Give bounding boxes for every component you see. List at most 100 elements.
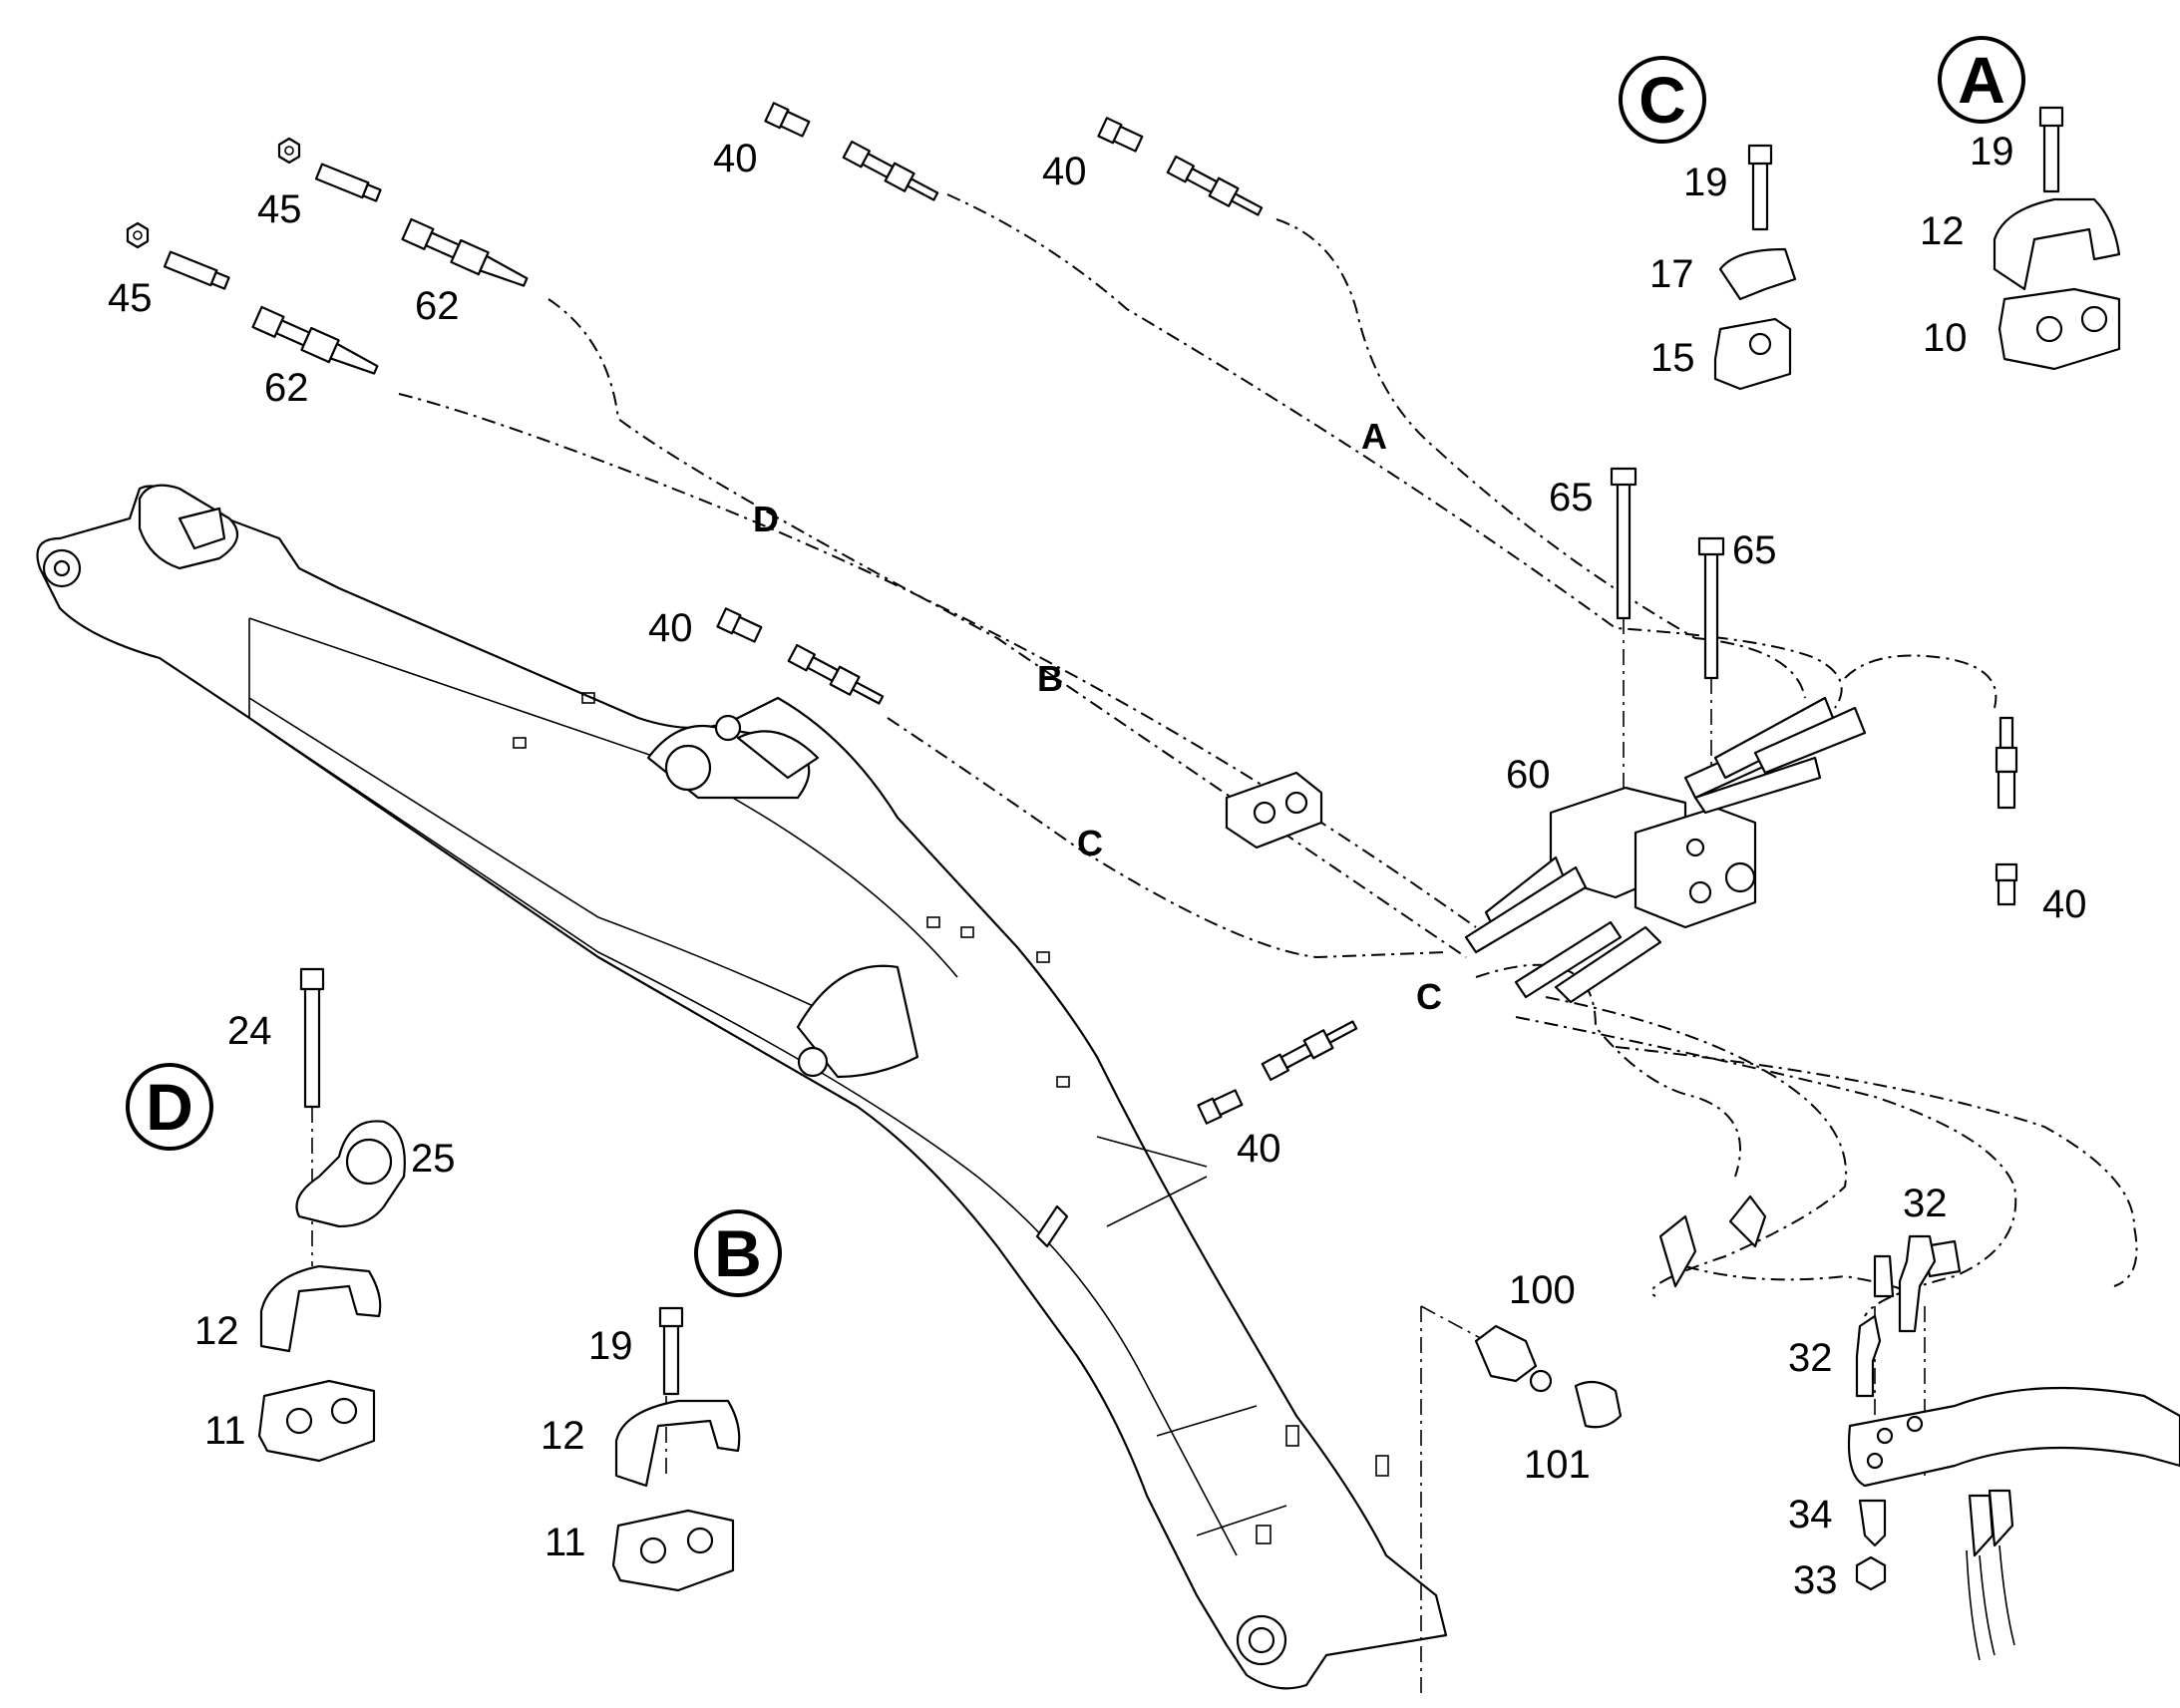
callout-40: 40 bbox=[713, 137, 758, 180]
hose-62-a bbox=[401, 217, 529, 287]
clamp-mid bbox=[1225, 771, 1323, 850]
hose-routes bbox=[398, 193, 2138, 1317]
hose-end-d bbox=[1261, 1020, 1358, 1082]
adapter-40-b bbox=[1097, 117, 1144, 153]
route-label-b: B bbox=[1037, 658, 1063, 699]
callout-32: 32 bbox=[1903, 1182, 1948, 1225]
route-c bbox=[887, 717, 1447, 959]
clamp-block-11-d bbox=[257, 1379, 376, 1463]
callout-32: 32 bbox=[1788, 1336, 1833, 1380]
bolt-19-b bbox=[658, 1306, 684, 1396]
clamp-block-11-b bbox=[611, 1509, 735, 1592]
route-lower-4 bbox=[1684, 1265, 1916, 1297]
route-lower-3 bbox=[1615, 1046, 2138, 1287]
detail-marker-c: C bbox=[1619, 56, 1706, 144]
elbow-32-b bbox=[1855, 1314, 1882, 1398]
valve-block-60 bbox=[1464, 467, 1867, 1004]
callout-17: 17 bbox=[1649, 252, 1694, 296]
callout-34: 34 bbox=[1788, 1493, 1833, 1537]
callout-60: 60 bbox=[1506, 753, 1551, 797]
callout-25: 25 bbox=[411, 1137, 456, 1181]
bolt-19-c bbox=[1747, 144, 1773, 231]
callout-10: 10 bbox=[1923, 316, 1968, 360]
detail-c-parts bbox=[1713, 144, 1797, 391]
callout-24: 24 bbox=[227, 1009, 272, 1053]
callout-40: 40 bbox=[648, 606, 693, 650]
grease-fitting-group bbox=[1474, 1324, 1623, 1429]
adapter-40-a bbox=[764, 102, 811, 138]
callout-101: 101 bbox=[1524, 1443, 1591, 1487]
nut-45-b bbox=[126, 221, 150, 249]
svg-text:D: D bbox=[146, 1070, 193, 1144]
route-d-upper bbox=[398, 393, 1477, 928]
fitting-group-top bbox=[126, 102, 2018, 1125]
callout-19: 19 bbox=[588, 1324, 633, 1368]
callout-40: 40 bbox=[1237, 1127, 1281, 1171]
route-c2 bbox=[1475, 963, 1741, 1178]
nut-45-a bbox=[277, 137, 301, 165]
callout-65: 65 bbox=[1732, 528, 1777, 572]
callout-65: 65 bbox=[1549, 476, 1594, 519]
route-label-c2: C bbox=[1416, 976, 1442, 1017]
stud-b bbox=[163, 250, 230, 290]
detail-a-parts bbox=[1993, 106, 2121, 371]
route-d-lower bbox=[547, 298, 1467, 958]
route-lower-1 bbox=[1545, 996, 1848, 1297]
boom-arm bbox=[36, 484, 1448, 1690]
svg-text:A: A bbox=[1958, 43, 2005, 117]
clamp-cover-12-d bbox=[259, 1264, 382, 1353]
callout-11: 11 bbox=[204, 1409, 246, 1453]
clamp-cover-12-a bbox=[1993, 197, 2121, 291]
detail-d-parts bbox=[257, 967, 406, 1463]
route-label-d: D bbox=[753, 499, 779, 539]
callout-45: 45 bbox=[257, 187, 302, 231]
clamp-block-15 bbox=[1713, 317, 1792, 391]
adapter-40-d bbox=[1197, 1089, 1244, 1125]
callout-45: 45 bbox=[108, 276, 153, 320]
callout-100: 100 bbox=[1509, 1268, 1576, 1312]
route-label-a: A bbox=[1361, 416, 1387, 457]
callout-40: 40 bbox=[2042, 882, 2087, 926]
callout-12: 12 bbox=[194, 1309, 239, 1353]
hose-end-a bbox=[842, 140, 939, 201]
adapter-40-c bbox=[716, 607, 763, 643]
detail-marker-d: D bbox=[126, 1063, 213, 1151]
callout-12: 12 bbox=[1920, 209, 1965, 253]
detail-marker-b: B bbox=[694, 1209, 782, 1297]
route-b bbox=[1844, 654, 1998, 709]
route-a-2 bbox=[1275, 218, 1806, 699]
callout-12: 12 bbox=[541, 1414, 585, 1458]
hose-62-b bbox=[251, 305, 379, 375]
bolt-19-a bbox=[2038, 106, 2064, 193]
hose-end-e bbox=[1995, 716, 2018, 810]
callout-19: 19 bbox=[1970, 130, 2014, 173]
callout-62: 62 bbox=[264, 366, 309, 410]
nut-33 bbox=[1855, 1555, 1887, 1591]
adapter-40-e bbox=[1995, 862, 2018, 906]
route-label-c: C bbox=[1077, 823, 1103, 863]
bolt-65-b bbox=[1697, 536, 1725, 680]
grease-nipple-100 bbox=[1474, 1324, 1538, 1383]
callout-15: 15 bbox=[1650, 336, 1695, 380]
callout-40: 40 bbox=[1042, 150, 1087, 193]
elbow-32-a bbox=[1898, 1234, 1937, 1333]
callout-11: 11 bbox=[545, 1521, 586, 1564]
hose-end-c bbox=[787, 643, 885, 705]
route-lower-2 bbox=[1515, 1016, 2017, 1317]
clamp-17 bbox=[1718, 247, 1797, 301]
detail-b-parts bbox=[611, 1306, 741, 1592]
stud-a bbox=[314, 163, 382, 202]
stud-34 bbox=[1858, 1499, 1887, 1547]
lower-right-fittings bbox=[1658, 1195, 2180, 1661]
callout-62: 62 bbox=[415, 284, 460, 328]
bolt-65-a bbox=[1610, 467, 1637, 620]
route-a-1 bbox=[946, 193, 1843, 709]
svg-text:C: C bbox=[1638, 63, 1686, 137]
clamp-cover-12-b bbox=[614, 1399, 741, 1488]
callout-33: 33 bbox=[1793, 1558, 1838, 1602]
callout-19: 19 bbox=[1683, 161, 1728, 204]
detail-marker-a: A bbox=[1938, 36, 2025, 124]
bolt-24 bbox=[299, 967, 325, 1109]
svg-text:B: B bbox=[714, 1216, 762, 1290]
